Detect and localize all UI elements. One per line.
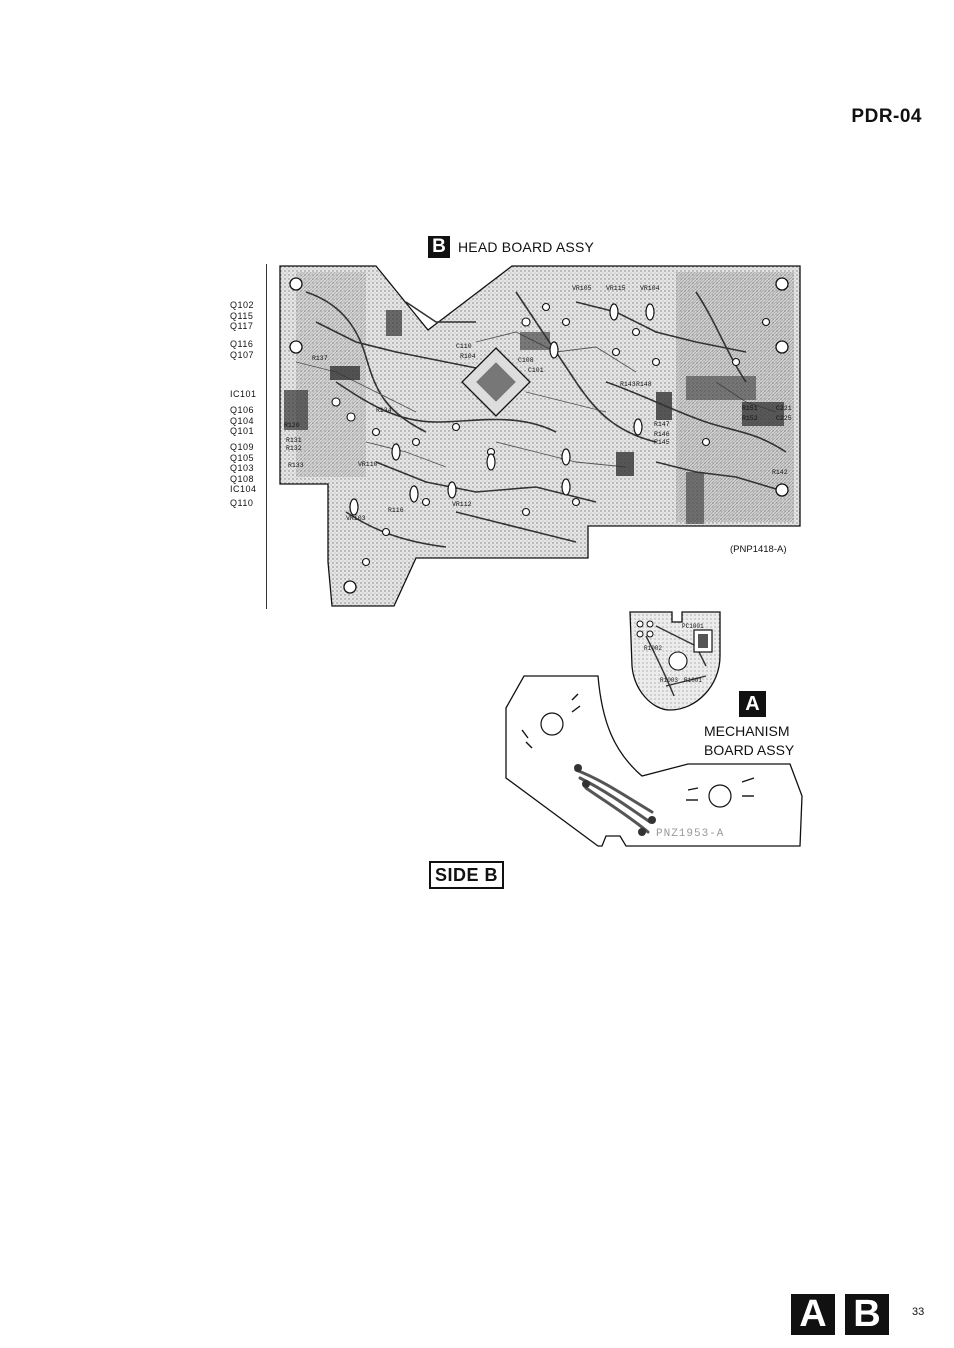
silk-label: C101 xyxy=(528,367,544,374)
ref-label: IC101 xyxy=(230,389,257,399)
mechanism-board-title-line2: BOARD ASSY xyxy=(704,742,795,758)
mechanism-board-pcb-small: PC1001 R1002 R1001 R1003 xyxy=(629,611,721,711)
ref-label: Q102 xyxy=(230,300,255,310)
silk-label: C221 xyxy=(776,405,792,412)
silk-label: R134 xyxy=(376,407,392,414)
ref-label: Q101 xyxy=(230,426,255,436)
ref-group-2: Q116 Q107 xyxy=(230,339,254,360)
silk-label: VR112 xyxy=(452,501,472,508)
mechanism-board-badge: A xyxy=(739,691,766,717)
ref-label: Q109 xyxy=(230,442,255,452)
ref-label: Q108 xyxy=(230,473,255,484)
silk-label: R131 xyxy=(286,437,302,444)
ref-label: Q106 xyxy=(230,405,255,415)
silk-label: R132 xyxy=(286,445,302,452)
silk-label: R147 xyxy=(654,421,670,428)
silk-label: R120 xyxy=(284,422,300,429)
silk-label: C225 xyxy=(776,415,792,422)
head-board-part-number: (PNP1418-A) xyxy=(730,544,787,555)
ref-label: Q103 xyxy=(230,463,255,473)
mechanism-board-title-line1: MECHANISM xyxy=(704,723,790,739)
mechanism-board-title: MECHANISM BOARD ASSY xyxy=(704,722,794,760)
silk-label: R145 xyxy=(654,439,670,446)
ref-label: Q116 xyxy=(230,339,254,349)
head-board-badge: B xyxy=(428,236,450,258)
silk-label: R148 xyxy=(636,381,652,388)
side-label: SIDE B xyxy=(429,861,505,889)
ref-divider-line xyxy=(266,264,267,609)
silk-label: R104 xyxy=(460,353,476,360)
silk-label: R116 xyxy=(388,507,404,514)
silk-label: C108 xyxy=(518,357,534,364)
silk-label: VR104 xyxy=(640,285,660,292)
badge-a: A xyxy=(791,1294,835,1335)
ref-label: Q105 xyxy=(230,452,255,463)
silk-label: R133 xyxy=(288,462,304,469)
ref-group-5: Q109 Q105 Q103 Q108 IC104 xyxy=(230,442,257,495)
silk-label: VR110 xyxy=(358,461,378,468)
silk-label: R152 xyxy=(742,415,758,422)
ref-label: IC104 xyxy=(230,484,257,494)
ref-label: Q117 xyxy=(230,321,254,331)
silk-label: C110 xyxy=(456,343,472,350)
mechanism-board-pcb: PNZ1953-A xyxy=(505,675,803,847)
ref-label: Q104 xyxy=(230,415,255,426)
ref-group-1: Q102 Q115 Q117 xyxy=(230,300,254,332)
silk-label: PC1001 xyxy=(682,623,704,630)
silk-label: VR103 xyxy=(346,515,366,522)
head-board-title-text: HEAD BOARD ASSY xyxy=(458,239,595,255)
silk-label: R1003 xyxy=(660,677,678,684)
silk-label: R151 xyxy=(742,405,758,412)
silk-label: VR115 xyxy=(606,285,626,292)
ref-label: Q115 xyxy=(230,310,254,321)
silk-label: R143 xyxy=(620,381,636,388)
silk-label: R1002 xyxy=(644,645,662,652)
silk-label: R142 xyxy=(772,469,788,476)
ref-group-4: Q106 Q104 Q101 xyxy=(230,405,254,437)
ref-label: Q107 xyxy=(230,349,255,360)
silk-label: R1001 xyxy=(684,677,702,684)
ref-label: Q110 xyxy=(230,498,254,508)
head-board-title: B HEAD BOARD ASSY xyxy=(428,236,594,258)
badge-b: B xyxy=(845,1294,889,1335)
silk-label: R137 xyxy=(312,355,328,362)
ref-group-6: Q110 xyxy=(230,498,253,509)
model-name: PDR-04 xyxy=(851,106,922,127)
silk-label: R146 xyxy=(654,431,670,438)
ref-group-3: IC101 xyxy=(230,389,257,400)
silk-label: VR105 xyxy=(572,285,592,292)
head-board-pcb: VR105 VR115 VR104 R137 R134 R131 R132 R1… xyxy=(279,265,801,607)
board-index-badges: A B xyxy=(791,1294,889,1335)
page-number: 33 xyxy=(912,1306,925,1318)
mechanism-board-part-number: PNZ1953-A xyxy=(656,828,724,840)
